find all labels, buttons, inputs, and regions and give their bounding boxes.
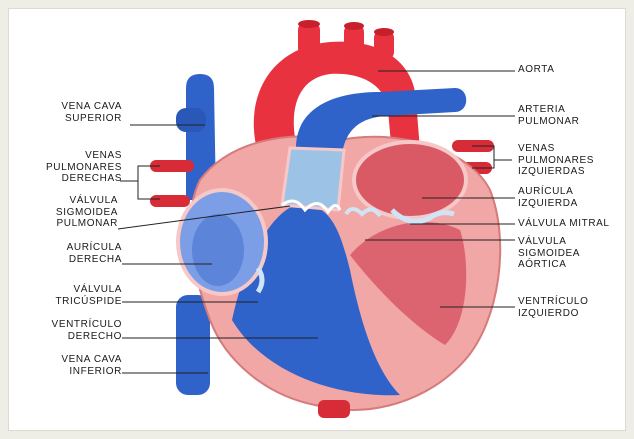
label-aorta: AORTA: [518, 64, 555, 76]
label-arteria-pulmonar: ARTERIA PULMONAR: [518, 104, 579, 127]
right-pulmonary-vein-lower: [150, 195, 190, 207]
vena-cava-inferior-vessel: [176, 295, 210, 395]
label-ventriculo-izquierdo: VENTRÍCULO IZQUIERDO: [518, 296, 588, 319]
vena-cava-superior-branch: [176, 108, 206, 132]
label-venas-pulmonares-izquierdas: VENAS PULMONARES IZQUIERDAS: [518, 143, 594, 178]
label-valvula-sigmoidea-pulmonar: VÁLVULA SIGMOIDEA PULMONAR: [14, 195, 118, 230]
label-vena-cava-inferior: VENA CAVA INFERIOR: [18, 354, 122, 377]
label-ventriculo-derecho: VENTRÍCULO DERECHO: [18, 319, 122, 342]
label-venas-pulmonares-derechas: VENAS PULMONARES DERECHAS: [18, 150, 122, 185]
label-valvula-sigmoidea-aortica: VÁLVULA SIGMOIDEA AÓRTICA: [518, 236, 580, 271]
label-auricula-izquierda: AURÍCULA IZQUIERDA: [518, 186, 578, 209]
label-vena-cava-superior: VENA CAVA SUPERIOR: [18, 101, 122, 124]
label-valvula-mitral: VÁLVULA MITRAL: [518, 218, 610, 230]
label-auricula-derecha: AURÍCULA DERECHA: [18, 242, 122, 265]
label-valvula-tricuspide: VÁLVULA TRICÚSPIDE: [18, 284, 122, 307]
left-atrium: [354, 142, 466, 218]
descending-aorta-stub: [318, 400, 350, 418]
